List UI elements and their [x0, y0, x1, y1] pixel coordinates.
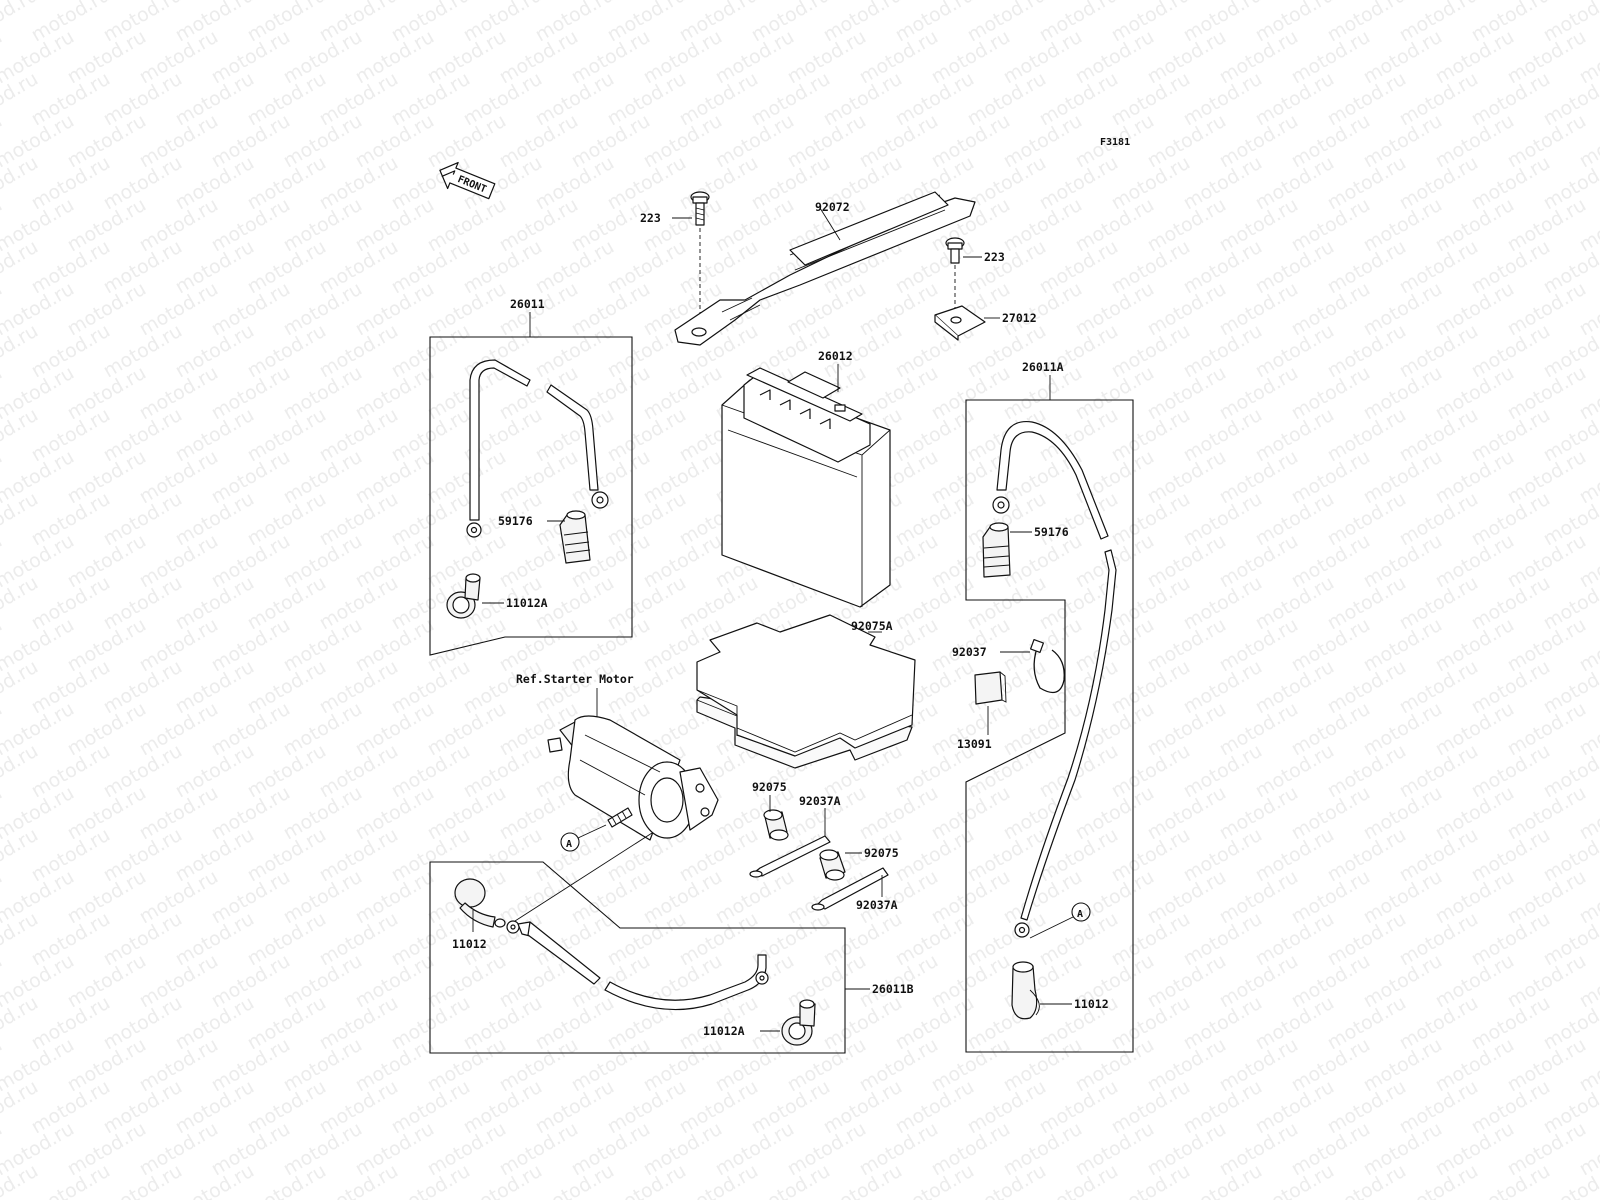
- terminal-bolt: [607, 807, 633, 828]
- callout-cable-right: 26011A: [1022, 360, 1064, 374]
- band-92037A-lower: [811, 867, 889, 911]
- battery-strap-92072: [674, 191, 976, 346]
- ref-marker-label: A: [1077, 909, 1083, 920]
- callout-cable-main: 26011: [510, 297, 545, 311]
- starter-motor: [547, 715, 719, 841]
- callout-terminal-cover-bottom: 11012A: [703, 1024, 745, 1038]
- callout-band-lower: 92037A: [856, 898, 898, 912]
- ref-marker-right: A: [1029, 902, 1091, 939]
- band-92037: [1029, 638, 1065, 694]
- damper-92075-lower: [819, 849, 846, 881]
- terminal-cover-11012A-bottom: [781, 999, 816, 1046]
- callout-terminal-cover-starter: 11012: [452, 937, 487, 951]
- pad-92075A: [696, 614, 916, 769]
- battery-cable-26011A: [992, 420, 1117, 938]
- screw-223-right: [945, 237, 965, 312]
- callout-battery: 26012: [818, 349, 853, 363]
- terminal-cover-11012A-left: [446, 573, 481, 619]
- terminal-cover-11012-starter: [454, 878, 506, 928]
- cable-26011B-box: [429, 861, 846, 1054]
- screw-223-left: [690, 191, 710, 340]
- battery-26012: [721, 367, 891, 608]
- callout-bracket: 27012: [1002, 311, 1037, 325]
- callout-screw-left: 223: [640, 211, 661, 225]
- cable-26011A-box: [965, 399, 1134, 1053]
- callout-screw-right: 223: [984, 250, 1005, 264]
- callout-grommet: 13091: [957, 737, 992, 751]
- battery-cable-26011B: [506, 920, 769, 1011]
- callout-strap: 92072: [815, 200, 850, 214]
- callout-band: 92037: [952, 645, 987, 659]
- figure-code: F3181: [1100, 137, 1130, 148]
- callout-band-upper: 92037A: [799, 794, 841, 808]
- terminal-cover-11012-right: [1011, 961, 1040, 1020]
- cap-59176-left: [559, 510, 591, 564]
- cap-59176-right: [982, 522, 1011, 578]
- damper-92075-upper: [763, 809, 789, 841]
- bracket-27012: [934, 305, 986, 341]
- ref-marker-left: A: [560, 824, 607, 852]
- cable-26011-box: [429, 336, 633, 656]
- callout-cap-right: 59176: [1034, 525, 1069, 539]
- callout-pad: 92075A: [851, 619, 893, 633]
- callout-damper-lower: 92075: [864, 846, 899, 860]
- band-92037A-upper: [749, 835, 831, 878]
- battery-cable-26011: [466, 359, 609, 538]
- front-arrow-icon: FRONT: [439, 161, 496, 200]
- grommet-13091: [974, 671, 1007, 705]
- callout-cap-left: 59176: [498, 514, 533, 528]
- callout-damper-upper: 92075: [752, 780, 787, 794]
- callout-cable-bottom: 26011B: [872, 982, 914, 996]
- reference-note: Ref.Starter Motor: [516, 672, 634, 686]
- ref-marker-label: A: [566, 839, 572, 850]
- callout-terminal-cover-right: 11012: [1074, 997, 1109, 1011]
- callout-terminal-cover-left: 11012A: [506, 596, 548, 610]
